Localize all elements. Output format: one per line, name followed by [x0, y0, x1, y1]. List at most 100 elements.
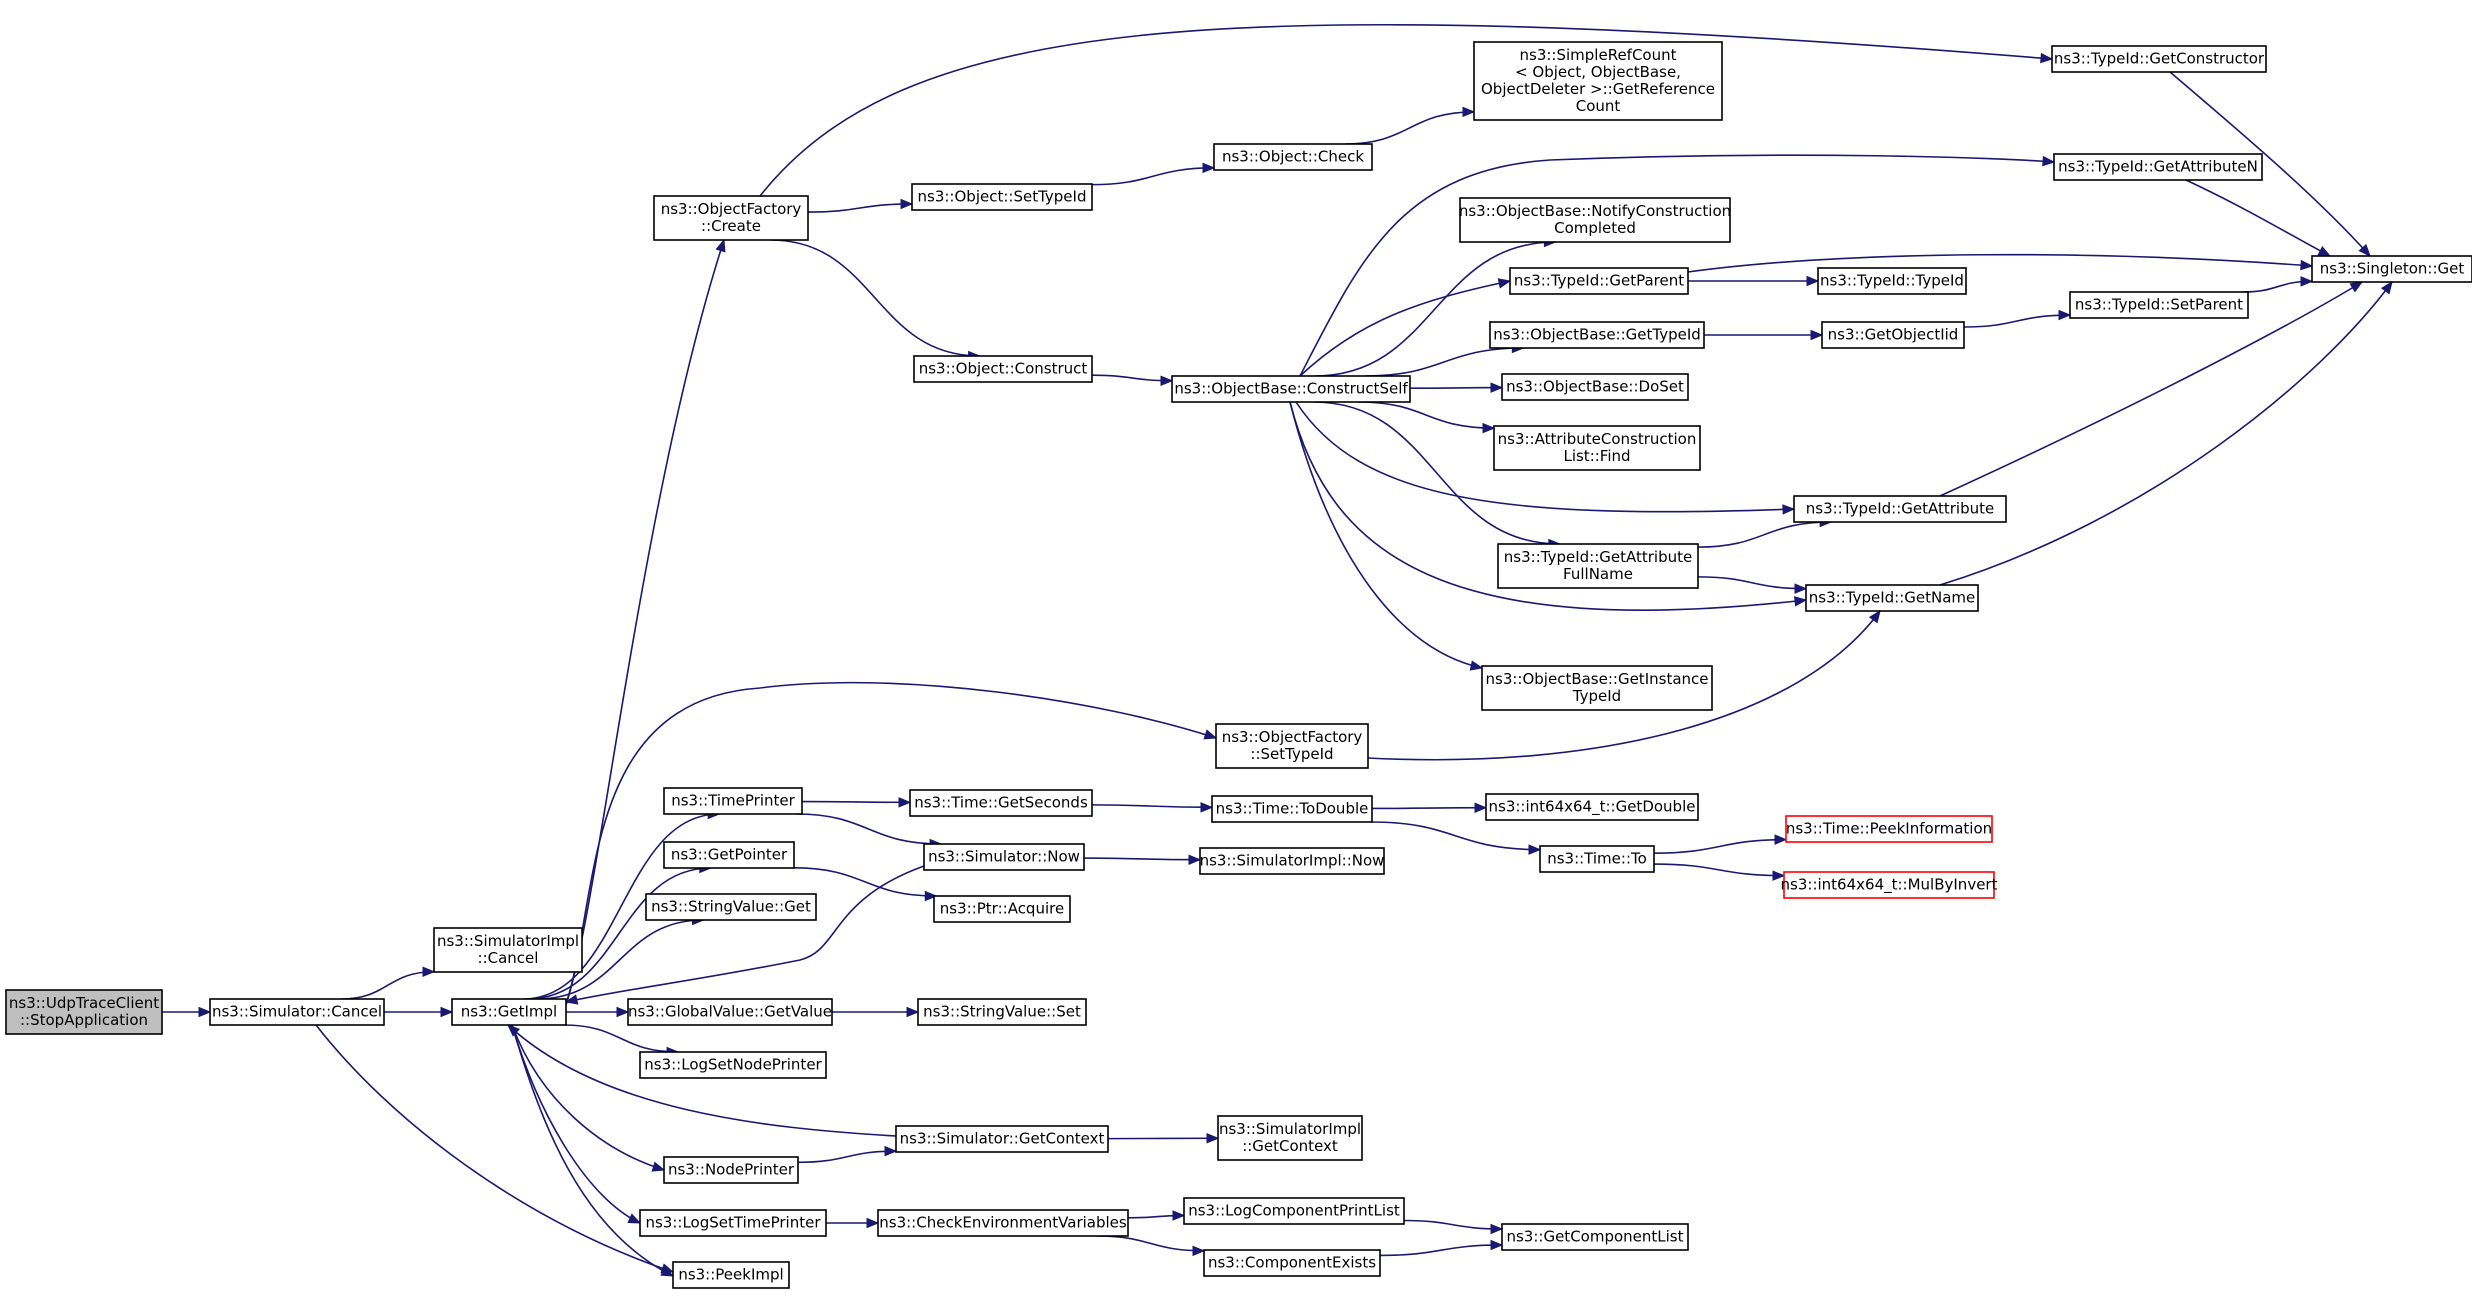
- function-node[interactable]: ns3::Object::Check: [1213, 143, 1373, 171]
- function-node[interactable]: ns3::SimulatorImpl::Now: [1199, 847, 1385, 875]
- node-label: TypeId: [1572, 687, 1621, 705]
- node-box: [1215, 723, 1369, 769]
- node-label: ns3::CheckEnvironmentVariables: [879, 1214, 1127, 1232]
- function-node[interactable]: ns3::GetComponentList: [1501, 1223, 1689, 1251]
- function-node[interactable]: ns3::SimulatorImpl::Cancel: [433, 927, 583, 973]
- arrowhead: [924, 890, 938, 902]
- node-label: ns3::TypeId::GetAttribute: [1806, 500, 1994, 518]
- arrowhead: [1192, 1245, 1206, 1257]
- function-node[interactable]: ns3::int64x64_t::MulByInvert: [1781, 871, 1998, 899]
- arrowhead: [1806, 275, 1820, 287]
- function-node[interactable]: ns3::Time::GetSeconds: [909, 789, 1093, 817]
- node-box: [1489, 321, 1705, 349]
- node-label: ns3::GetPointer: [671, 846, 788, 864]
- node-box: [639, 1051, 827, 1079]
- node-label: ns3::TypeId::SetParent: [2075, 296, 2243, 314]
- node-label: List::Find: [1563, 447, 1630, 465]
- function-node[interactable]: ns3::Object::SetTypeId: [911, 183, 1093, 211]
- edge-n3-to-n4: [511, 1024, 675, 1277]
- edge-n46-to-n47: [1127, 1210, 1186, 1221]
- node-label: ns3::ObjectBase::NotifyConstruction: [1459, 202, 1731, 220]
- node-box: [1501, 373, 1689, 401]
- function-node[interactable]: ns3::ObjectFactory::Create: [653, 195, 809, 241]
- function-node[interactable]: ns3::ComponentExists: [1203, 1249, 1381, 1277]
- function-node[interactable]: ns3::GlobalValue::GetValue: [627, 998, 833, 1026]
- edge-n20-to-n26: [1358, 401, 1496, 434]
- function-node[interactable]: ns3::PeekImpl: [672, 1261, 790, 1289]
- function-node[interactable]: ns3::GetObjectIid: [1821, 321, 1965, 349]
- function-node[interactable]: ns3::Simulator::Cancel: [209, 998, 385, 1026]
- node-box: [2051, 45, 2267, 73]
- edge-n3-to-n10: [566, 1006, 630, 1018]
- edge-n35-to-n3: [564, 865, 925, 1005]
- node-box: [1805, 584, 1979, 612]
- node-label: ns3::ObjectFactory: [661, 200, 802, 218]
- arrowhead: [1774, 834, 1788, 845]
- function-node[interactable]: ns3::LogSetTimePrinter: [639, 1209, 827, 1237]
- edge-n47-to-n49: [1403, 1219, 1504, 1235]
- node-box: [1199, 847, 1385, 875]
- function-node[interactable]: ns3::TypeId::TypeId: [1817, 267, 1967, 295]
- arrowhead: [1490, 1223, 1504, 1235]
- arrowhead: [1188, 854, 1202, 865]
- function-node[interactable]: ns3::CheckEnvironmentVariables: [877, 1209, 1129, 1237]
- node-label: ns3::GlobalValue::GetValue: [628, 1003, 832, 1021]
- function-node[interactable]: ns3::TypeId::GetAttributeN: [2053, 153, 2263, 181]
- node-label: ns3::Object::SetTypeId: [918, 188, 1087, 206]
- edge-n32-to-n33: [1963, 309, 2072, 328]
- function-node[interactable]: ns3::ObjectBase::GetTypeId: [1489, 321, 1705, 349]
- arrowhead: [2380, 280, 2393, 295]
- function-node[interactable]: ns3::Time::ToDouble: [1211, 795, 1373, 823]
- function-node[interactable]: ns3::StringValue::Get: [645, 893, 817, 921]
- node-label: ns3::AttributeConstruction: [1498, 430, 1697, 448]
- function-node[interactable]: ns3::ObjectBase::ConstructSelf: [1171, 375, 1411, 403]
- function-node[interactable]: ns3::TypeId::GetAttribute: [1793, 495, 2007, 523]
- function-node[interactable]: ns3::TypeId::SetParent: [2069, 291, 2249, 319]
- node-box: [1821, 321, 1965, 349]
- node-box: [1473, 41, 1723, 121]
- arrowhead: [715, 238, 726, 253]
- arrowhead: [1490, 382, 1504, 393]
- function-node[interactable]: ns3::Object::Construct: [913, 355, 1093, 383]
- edge-n23-to-n17: [1687, 253, 2314, 273]
- function-node[interactable]: ns3::TypeId::GetConstructor: [2051, 45, 2267, 73]
- function-node[interactable]: ns3::Time::PeekInformation: [1785, 815, 1993, 843]
- function-node[interactable]: ns3::Simulator::Now: [923, 843, 1085, 871]
- node-box: [433, 927, 583, 973]
- node-label: ns3::Simulator::Now: [928, 848, 1080, 866]
- function-node[interactable]: ns3::Singleton::Get: [2311, 255, 2472, 283]
- function-node[interactable]: ns3::Ptr::Acquire: [933, 895, 1071, 923]
- arrowhead: [627, 1213, 642, 1224]
- function-node[interactable]: ns3::Simulator::GetContext: [895, 1125, 1109, 1153]
- function-node[interactable]: ns3::SimulatorImpl::GetContext: [1217, 1115, 1363, 1161]
- function-node[interactable]: ns3::TimePrinter: [663, 787, 803, 815]
- function-node[interactable]: ns3::GetPointer: [663, 841, 795, 869]
- function-node[interactable]: ns3::SimpleRefCount< Object, ObjectBase,…: [1473, 41, 1723, 121]
- edge-n40-to-n42: [1653, 863, 1786, 881]
- function-node[interactable]: ns3::Time::To: [1539, 845, 1655, 873]
- function-node[interactable]: ns3::int64x64_t::GetDouble: [1485, 793, 1699, 821]
- function-node[interactable]: ns3::GetImpl: [451, 998, 567, 1026]
- function-node[interactable]: ns3::ObjectBase::DoSet: [1501, 373, 1689, 401]
- function-node[interactable]: ns3::ObjectBase::NotifyConstructionCompl…: [1459, 197, 1731, 243]
- arrowhead: [1202, 162, 1216, 174]
- edge-n16-to-n20: [1091, 374, 1174, 386]
- function-node[interactable]: ns3::TypeId::GetParent: [1509, 267, 1689, 295]
- function-node[interactable]: ns3::StringValue::Set: [917, 998, 1087, 1026]
- function-node[interactable]: ns3::ObjectFactory::SetTypeId: [1215, 723, 1369, 769]
- arrowhead: [1203, 729, 1218, 740]
- node-box: [1539, 845, 1655, 873]
- node-box: [2069, 291, 2249, 319]
- function-node[interactable]: ns3::NodePrinter: [663, 1156, 799, 1184]
- edge-n1-to-n2: [341, 966, 436, 1000]
- function-node[interactable]: ns3::TypeId::GetName: [1805, 584, 1979, 612]
- function-node[interactable]: ns3::LogSetNodePrinter: [639, 1051, 827, 1079]
- node-label: ns3::SimpleRefCount: [1520, 46, 1677, 64]
- arrowhead: [1160, 375, 1174, 386]
- node-label: ns3::GetComponentList: [1506, 1228, 1683, 1246]
- root-function-node[interactable]: ns3::UdpTraceClient::StopApplication: [5, 989, 163, 1035]
- function-node[interactable]: ns3::LogComponentPrintList: [1183, 1197, 1405, 1225]
